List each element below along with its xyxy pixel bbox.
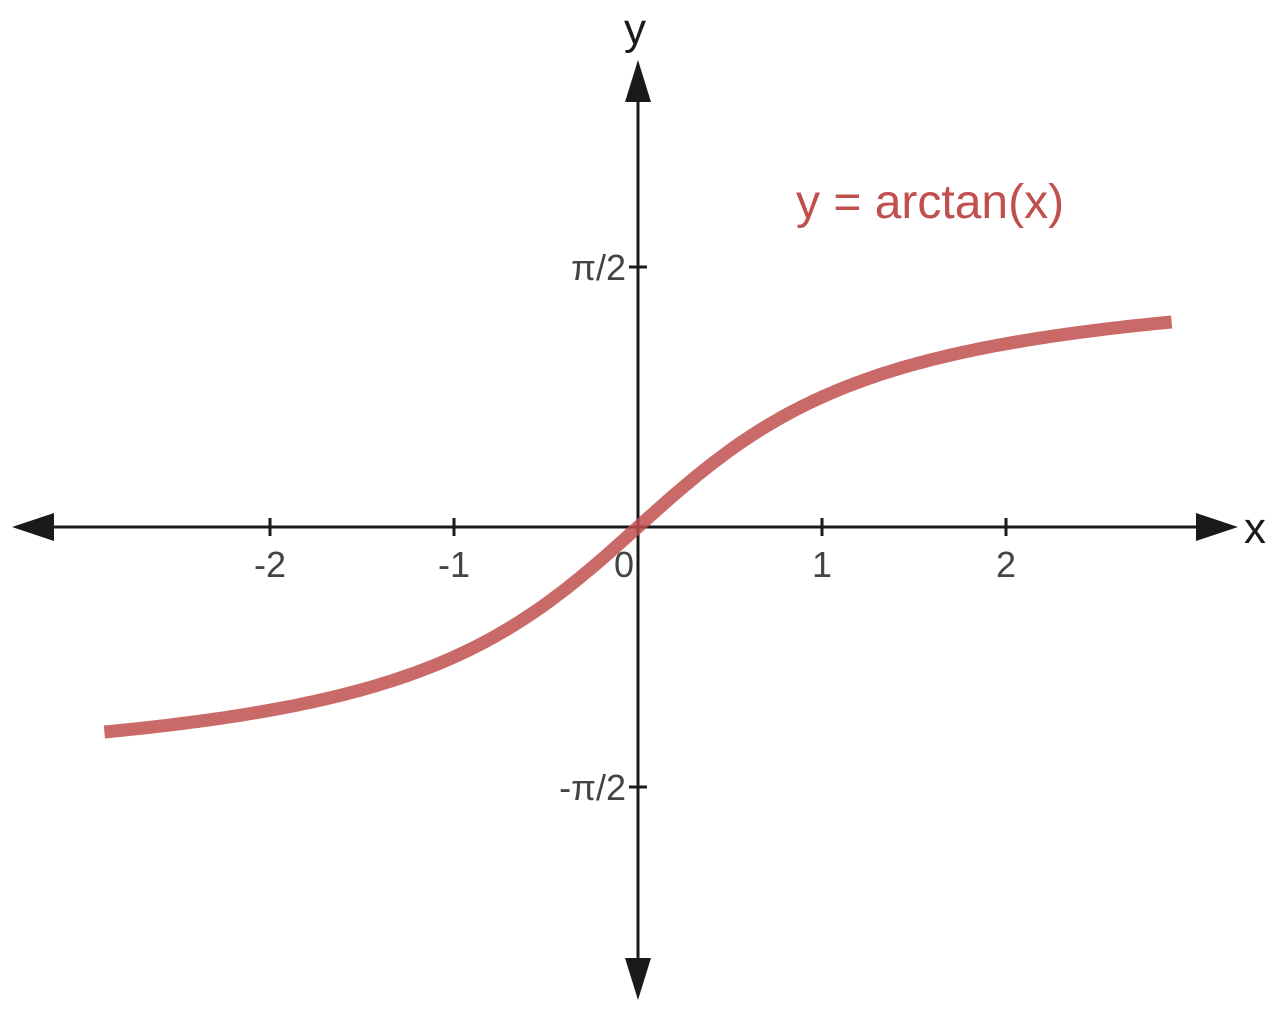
x-axis-left-arrow	[12, 513, 54, 541]
y-axis-label: y	[624, 5, 646, 54]
function-label: y = arctan(x)	[796, 176, 1064, 229]
x-tick-label: -1	[438, 544, 470, 585]
x-ticks: -2 -1 1 2	[254, 518, 1016, 585]
x-axis-right-arrow	[1196, 513, 1238, 541]
x-tick-label: 2	[996, 544, 1016, 585]
x-tick-label: 1	[812, 544, 832, 585]
arctan-curve	[103, 315, 1173, 739]
y-axis-top-arrow	[625, 60, 651, 102]
y-tick-label: -π/2	[559, 767, 626, 808]
x-tick-label: -2	[254, 544, 286, 585]
x-axis-label: x	[1244, 504, 1266, 553]
origin-label: 0	[614, 544, 634, 585]
y-ticks: π/2 -π/2	[559, 247, 647, 808]
y-tick-label: π/2	[571, 247, 626, 288]
y-axis-bottom-arrow	[625, 958, 651, 1000]
